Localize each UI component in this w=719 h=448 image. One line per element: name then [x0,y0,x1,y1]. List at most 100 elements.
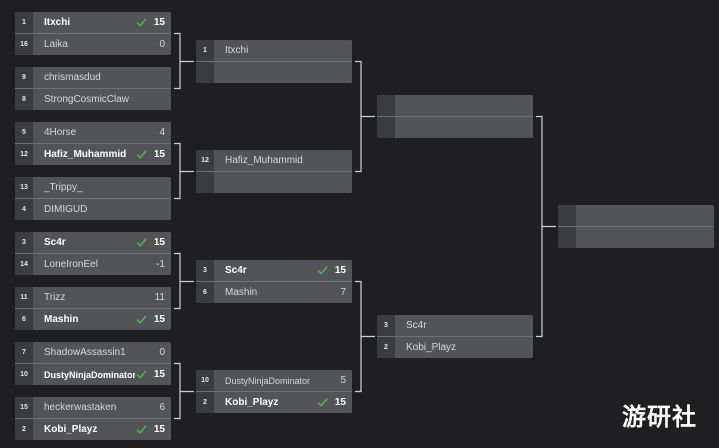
participant-slot[interactable] [377,95,533,116]
slot-divider [377,116,533,117]
seed-number: 7 [15,342,33,363]
participant-name[interactable]: Hafiz_Muhammid [225,155,303,166]
match-r4-m1[interactable] [558,205,714,248]
participant-name[interactable]: 4Horse [44,127,77,138]
check-icon [135,237,147,249]
seed-number: 13 [15,177,33,198]
seed-number: 2 [15,419,33,440]
participant-name[interactable]: Kobi_Playz [44,424,98,435]
participant-score: 15 [153,149,165,160]
seed-number: 1 [15,12,33,33]
seed-number: 1 [196,40,214,61]
check-icon [135,149,147,161]
participant-name[interactable]: Sc4r [225,265,247,276]
seed-number: 12 [196,150,214,171]
participant-name[interactable]: DustyNinjaDominator [225,375,311,386]
participant-name[interactable]: Kobi_Playz [406,342,457,353]
seed-number [377,95,395,116]
seed-number: 11 [15,287,33,308]
seed-number: 3 [15,232,33,253]
participant-name[interactable]: Sc4r [406,320,427,331]
participant-score: 15 [334,397,346,408]
bracket-connector [174,32,194,90]
participant-name[interactable]: StrongCosmicClaw [44,94,130,105]
slot-divider [196,391,352,392]
match-r2-m1[interactable]: 1 Itxchi [196,40,352,83]
participant-name[interactable]: Trizz [44,292,66,303]
bracket-connector [536,115,556,338]
slot-divider [196,171,352,172]
participant-slot[interactable]: 11 Trizz 11 [15,287,171,308]
seed-number: 6 [15,309,33,330]
participant-score: 4 [159,127,165,138]
seed-number: 14 [15,254,33,275]
slot-divider [15,33,171,34]
participant-name[interactable]: DustyNinjaDominator [44,369,136,380]
participant-slot[interactable] [558,227,714,248]
seed-number [558,227,576,248]
participant-name[interactable]: Sc4r [44,237,66,248]
participant-slot[interactable]: 2 Kobi_Playz [377,337,533,358]
participant-slot[interactable]: 2 Kobi_Playz 15 [15,419,171,440]
participant-name[interactable]: Laika [44,39,68,50]
participant-name[interactable]: chrismasdud [44,72,101,83]
participant-name[interactable]: Itxchi [44,17,71,28]
participant-name[interactable]: Mashin [225,287,258,298]
participant-name[interactable]: heckerwastaken [44,402,117,413]
participant-slot[interactable]: 13 _Trippy_ [15,177,171,198]
participant-slot[interactable] [558,205,714,226]
participant-name[interactable]: Mashin [44,314,79,325]
participant-score: 11 [154,292,165,303]
match-r1-m8[interactable]: 15 heckerwastaken 6 2 Kobi_Playz 15 [15,397,171,440]
check-icon [135,424,147,436]
participant-score: 6 [159,402,165,413]
participant-name[interactable]: Kobi_Playz [225,397,279,408]
participant-score: -1 [156,259,165,270]
participant-name[interactable]: Itxchi [225,45,249,56]
seed-number: 2 [377,337,395,358]
seed-number: 6 [196,282,214,303]
participant-name[interactable]: Hafiz_Muhammid [44,149,127,160]
participant-name[interactable]: ShadowAssassin1 [44,347,126,358]
participant-slot[interactable]: 1 Itxchi [196,40,352,61]
bracket-connector [174,362,194,420]
participant-slot[interactable]: 14 LoneIronEel -1 [15,254,171,275]
match-r3-m1[interactable] [377,95,533,138]
participant-name[interactable]: _Trippy_ [44,182,83,193]
participant-slot[interactable] [196,172,352,193]
participant-score: 15 [153,424,165,435]
participant-name[interactable]: DIMIGUD [44,204,88,215]
participant-slot[interactable]: 12 Hafiz_Muhammid [196,150,352,171]
participant-name[interactable]: LoneIronEel [44,259,98,270]
participant-slot[interactable] [377,117,533,138]
match-r2-m2[interactable]: 12 Hafiz_Muhammid [196,150,352,193]
participant-slot[interactable] [196,62,352,83]
